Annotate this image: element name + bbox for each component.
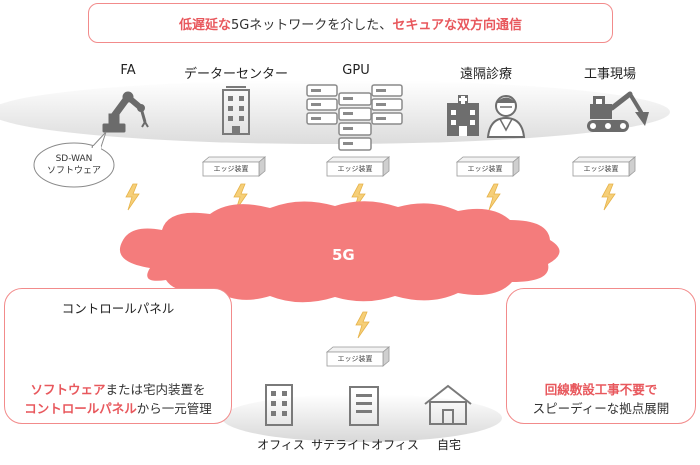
site-label-construction: 工事現場 <box>583 67 636 82</box>
cp-line2-highlight: コントロールパネル <box>24 401 137 416</box>
office-building-icon <box>265 384 293 426</box>
header-banner: 低遅延な 5Gネットワークを介した、 セキュアな双方向通信 <box>88 3 613 43</box>
cloud-label: 5G <box>332 246 355 264</box>
server-stack-icon <box>306 84 403 151</box>
edge-label-telemedicine: エッジ装置 <box>467 165 503 173</box>
robot-arm-icon <box>102 91 149 133</box>
edge-label-gpu: エッジ装置 <box>337 165 373 173</box>
edge-label-datacenter: エッジ装置 <box>213 165 249 173</box>
control-panel-card <box>4 288 232 424</box>
cp-line1-rest: または宅内装置を <box>105 382 206 397</box>
location-label-home: 自宅 <box>436 438 461 452</box>
site-label-datacenter: データーセンター <box>183 67 288 82</box>
control-panel-title: コントロールパネル <box>61 301 175 316</box>
bubble-line1: SD-WAN <box>55 154 93 164</box>
banner-part2: 5Gネットワークを介した、 <box>230 17 393 33</box>
bolt-construction-icon <box>601 183 616 211</box>
satellite-office-icon <box>349 386 379 426</box>
construction-description: 回線敷設工事不要で スピーディーな拠点展開 <box>506 380 696 418</box>
cp-line2-rest: から一元管理 <box>136 401 212 416</box>
banner-part1: 低遅延な <box>178 17 231 33</box>
5g-cloud <box>119 201 560 303</box>
construction-line2: スピーディーな拠点展開 <box>532 401 670 416</box>
bolt-bottom-icon <box>355 311 370 339</box>
cp-line1-highlight: ソフトウェア <box>30 382 106 397</box>
location-label-office: オフィス <box>257 438 305 452</box>
banner-part3: セキュアな双方向通信 <box>392 17 523 33</box>
sd-wan-bubble-text: SD-WAN ソフトウェア <box>34 153 114 177</box>
bolt-fa-icon <box>125 183 140 211</box>
sd-wan-bubble <box>33 131 115 188</box>
site-label-fa: FA <box>120 63 136 78</box>
construction-card <box>506 288 696 424</box>
control-panel-description: ソフトウェアまたは宅内装置を コントロールパネルから一元管理 <box>4 380 232 418</box>
house-icon <box>424 384 472 425</box>
bubble-line2: ソフトウェア <box>46 166 101 176</box>
excavator-icon <box>587 91 649 132</box>
site-label-gpu: GPU <box>342 63 370 78</box>
edge-label-construction: エッジ装置 <box>583 165 619 173</box>
site-label-telemedicine: 遠隔診療 <box>459 67 512 82</box>
construction-line1: 回線敷設工事不要で <box>544 382 658 397</box>
bolt-telemedicine-icon <box>486 183 501 211</box>
location-label-satellite: サテライトオフィス <box>311 438 419 452</box>
hospital-doctor-icon <box>447 95 526 138</box>
edge-label-bottom: エッジ装置 <box>337 355 373 363</box>
